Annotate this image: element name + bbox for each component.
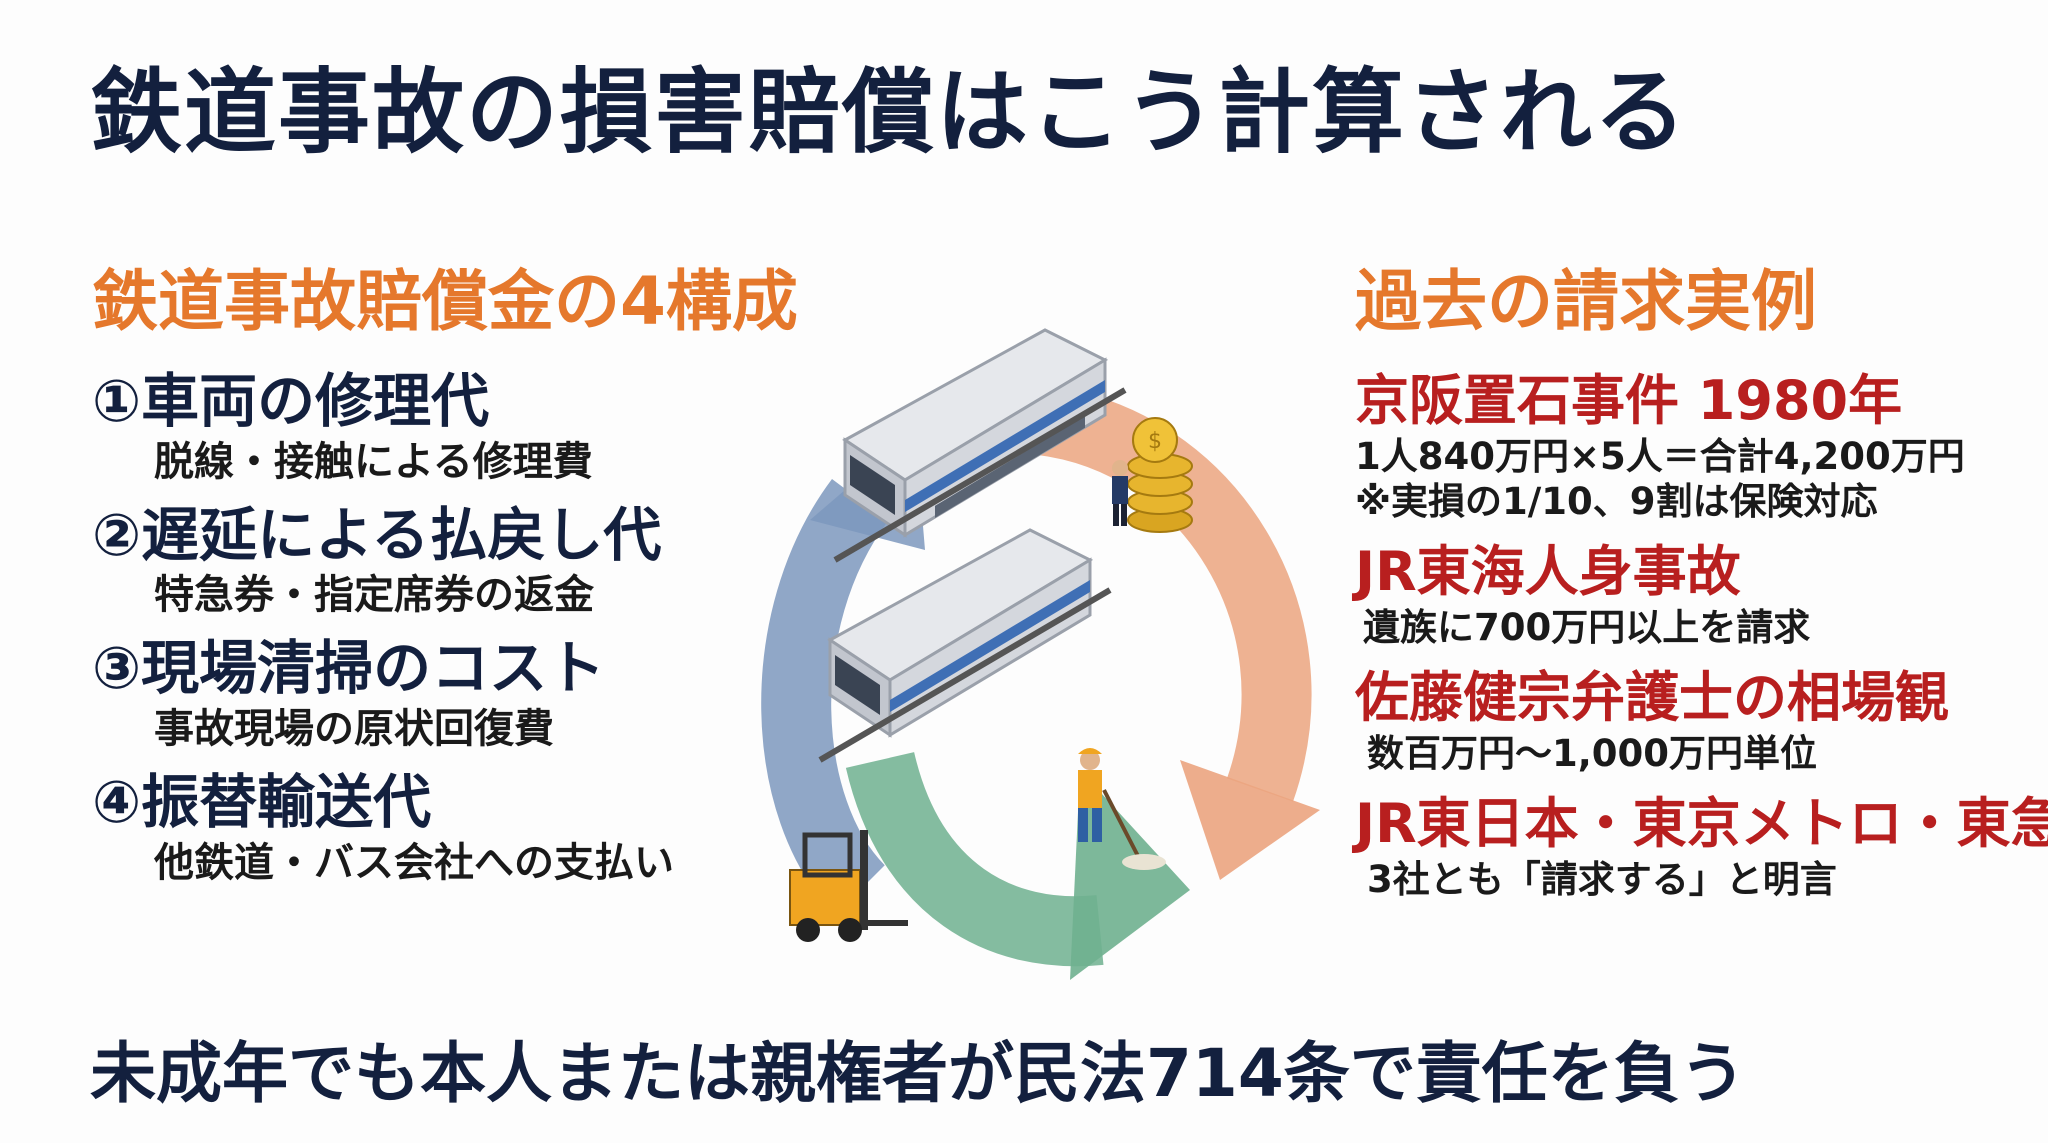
forklift-icon [789,830,908,942]
case-detail: 1人840万円×5人＝合計4,200万円 [1355,434,1965,478]
past-claim-examples: 過去の請求実例 京阪置石事件 1980年 1人840万円×5人＝合計4,200万… [1355,262,2048,902]
page-title: 鉄道事故の損害賠償はこう計算される [90,59,1689,166]
case-item: JR東海人身事故 遺族に700万円以上を請求 [1355,540,2045,650]
component-description: 他鉄道・バス会社への支払い [154,839,674,886]
case-detail: 3社とも「請求する」と明言 [1367,857,1837,901]
component-title: ①車両の修理代 [92,367,490,436]
compensation-components: 鉄道事故賠償金の4構成 ①車両の修理代 脱線・接触による修理費 ②遅延による払戻… [92,262,798,888]
case-item: JR東日本・東京メトロ・東急 3社とも「請求する」と明言 [1355,792,2048,902]
component-description: 脱線・接触による修理費 [154,438,593,485]
case-title: 佐藤健宗弁護士の相場観 [1355,666,1949,730]
component-title: ④振替輸送代 [92,767,432,836]
coins-icon: $ [1127,417,1193,533]
cycle-illustration: $ [761,328,1320,980]
cleaner-icon [1078,748,1166,870]
worker-icon [1112,460,1128,526]
component-description: 特急券・指定席券の返金 [154,572,594,619]
svg-text:$: $ [1148,429,1162,454]
case-title: JR東海人身事故 [1355,540,1741,604]
component-item: ①車両の修理代 脱線・接触による修理費 [92,367,792,487]
case-title: JR東日本・東京メトロ・東急 [1355,792,2048,856]
component-title: ③現場清掃のコスト [92,634,606,703]
case-detail: 遺族に700万円以上を請求 [1363,606,1811,650]
component-item: ④振替輸送代 他鉄道・バス会社への支払い [92,768,792,888]
train-icon [833,328,1127,563]
case-note: ※実損の1/10、9割は保険対応 [1355,480,1878,524]
case-item: 佐藤健宗弁護士の相場観 数百万円〜1,000万円単位 [1355,666,2045,776]
component-title: ②遅延による払戻し代 [92,500,662,569]
case-title: 京阪置石事件 1980年 [1355,369,1903,433]
orange-cycle-arrow [1034,385,1320,880]
case-item: 京阪置石事件 1980年 1人840万円×5人＝合計4,200万円 ※実損の1/… [1355,369,2045,524]
bottom-banner: 未成年でも本人または親権者が民法714条で責任を負う [90,1035,1746,1112]
component-item: ③現場清掃のコスト 事故現場の原状回復費 [92,634,792,754]
component-description: 事故現場の原状回復費 [154,705,554,752]
case-detail: 数百万円〜1,000万円単位 [1367,731,1818,775]
component-item: ②遅延による払戻し代 特急券・指定席券の返金 [92,501,792,621]
section-heading-examples: 過去の請求実例 [1355,263,1817,340]
section-heading-components: 鉄道事故賠償金の4構成 [92,263,798,340]
train-icon [818,528,1112,763]
green-cycle-arrow [845,751,1190,980]
